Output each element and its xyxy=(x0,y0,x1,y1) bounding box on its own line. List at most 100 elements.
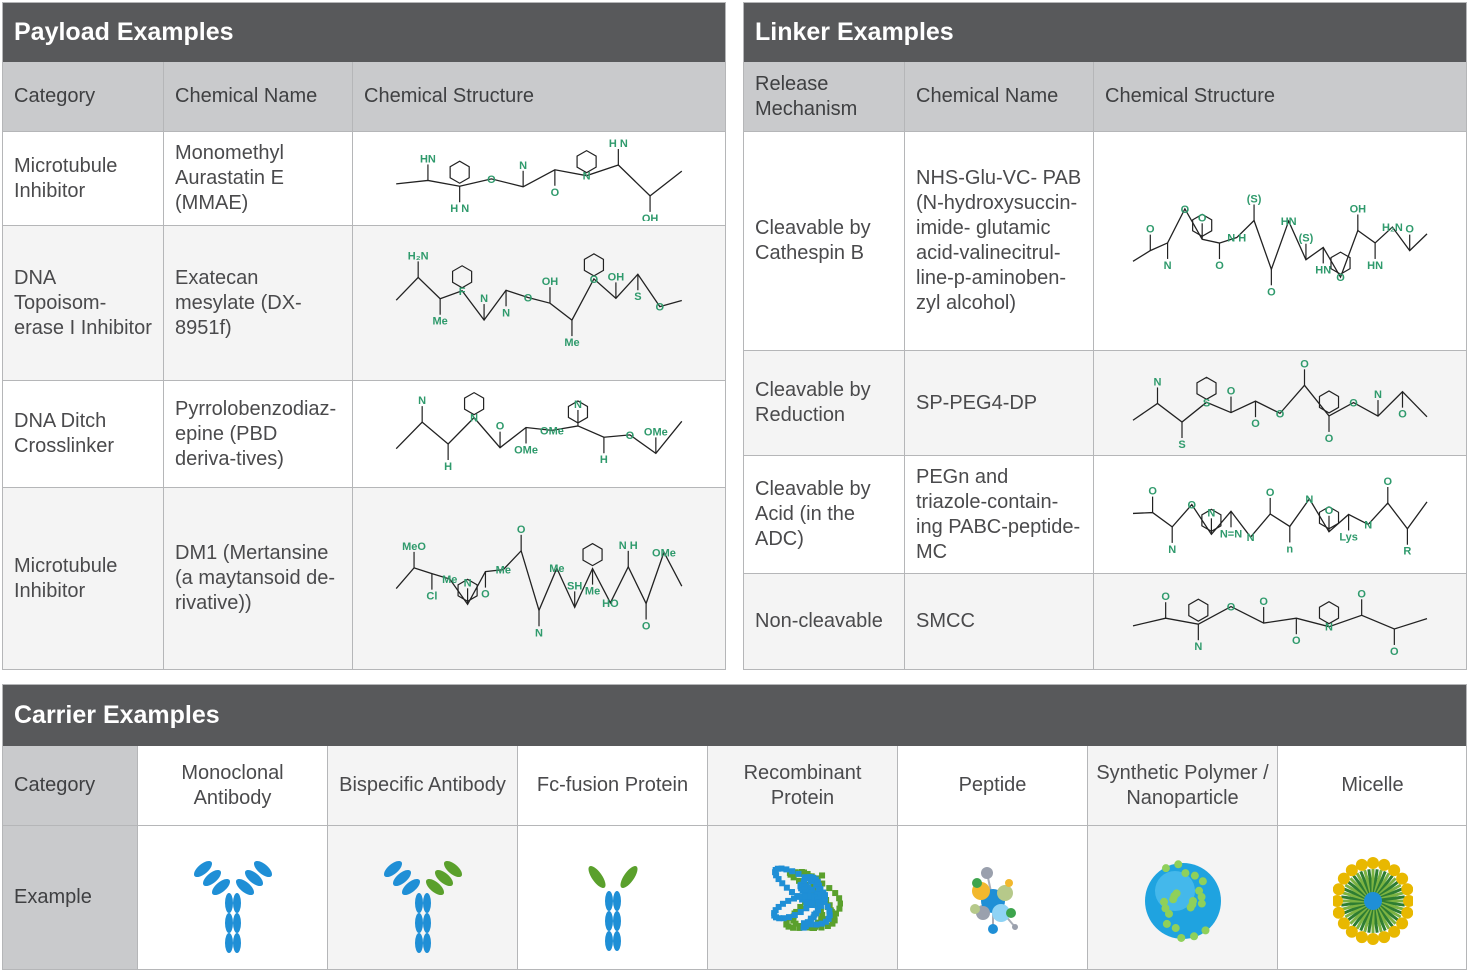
atom-label: O xyxy=(1336,272,1345,284)
payload-chemical-name: Exatecan mesylate (DX-8951f) xyxy=(164,226,353,381)
carrier-type-5: Peptide xyxy=(898,746,1088,826)
atom-label: O xyxy=(1198,212,1207,224)
payload-category-text: DNA Topoisom-erase I Inhibitor xyxy=(14,266,152,339)
carrier-type-2-text: Bispecific Antibody xyxy=(339,774,506,796)
atom-label: O xyxy=(1349,397,1358,409)
payload-header-category: Category xyxy=(3,62,164,132)
carrier-category-label: Category xyxy=(3,746,138,826)
atom-label: O xyxy=(1405,223,1414,235)
carrier-type-1: Monoclonal Antibody xyxy=(138,746,328,826)
atom-label: N xyxy=(1374,389,1382,401)
atom-label: MeO xyxy=(402,540,426,552)
atom-label: O xyxy=(626,429,635,441)
atom-label: O xyxy=(551,186,560,198)
linker-mechanism-text: Cleavable by Acid (in the ADC) xyxy=(755,478,871,550)
atom-label: O xyxy=(1215,260,1224,272)
atom-label: (S) xyxy=(1247,193,1262,205)
carrier-example-1 xyxy=(138,826,328,970)
linker-mechanism-text: Non-cleavable xyxy=(755,610,883,632)
atom-label: H₂N xyxy=(408,250,429,262)
atom-label: N xyxy=(1364,519,1372,531)
atom-label: S xyxy=(1203,397,1210,409)
atom-label: O xyxy=(1148,485,1157,497)
atom-label: O xyxy=(1227,601,1236,613)
carrier-type-3: Fc-fusion Protein xyxy=(518,746,708,826)
atom-label: H xyxy=(600,454,608,466)
atom-label: HN xyxy=(420,153,436,165)
atom-label: R xyxy=(1403,545,1411,557)
payload-category: Microtubule Inhibitor xyxy=(3,488,164,670)
atom-label: O xyxy=(524,292,533,304)
recombinant-protein-icon xyxy=(770,865,843,931)
atom-label: N=N xyxy=(1220,528,1242,540)
payload-category-text: DNA Ditch Crosslinker xyxy=(14,410,115,457)
atom-label: N H xyxy=(1227,232,1246,244)
atom-label: N xyxy=(1207,507,1215,519)
atom-label: N xyxy=(519,159,527,171)
atom-label: OH xyxy=(642,212,659,220)
linker-mechanism-text: Cleavable by Cathespin B xyxy=(755,217,871,264)
atom-label: O xyxy=(1276,408,1285,420)
atom-label: S xyxy=(1178,439,1185,451)
atom-label: N xyxy=(418,395,426,407)
carrier-category-label-text: Category xyxy=(14,774,96,796)
carrier-example-7 xyxy=(1278,826,1467,970)
payload-header-chemical-name: Chemical Name xyxy=(164,62,353,132)
payload-category: Microtubule Inhibitor xyxy=(3,132,164,226)
payload-header-chemical-structure: Chemical Structure xyxy=(353,62,726,132)
atom-label: O xyxy=(1259,596,1268,608)
atom-label: O xyxy=(1161,591,1170,603)
atom-label: OH xyxy=(542,276,559,288)
carrier-title: Carrier Examples xyxy=(3,685,1466,746)
atom-label: O xyxy=(1227,385,1236,397)
atom-label: H N xyxy=(450,203,469,215)
linker-chemical-name: NHS-Glu-VC- PAB (N-hydroxysuccin-imide- … xyxy=(905,132,1094,351)
linker-chemical-name-text: PEGn and triazole-contain-ing PABC-pepti… xyxy=(916,465,1081,563)
atom-label: HN xyxy=(1367,259,1383,271)
atom-label: Cl xyxy=(426,590,437,602)
payload-chemical-name-text: Pyrrolobenzodiaz-epine (PBD deriva-tives… xyxy=(175,397,337,470)
linker-title: Linker Examples xyxy=(744,3,1466,62)
linker-chemical-name-text: NHS-Glu-VC- PAB (N-hydroxysuccin-imide- … xyxy=(916,167,1082,314)
linker-chemical-name: SMCC xyxy=(905,574,1094,670)
atom-label: O xyxy=(1267,286,1276,298)
atom-label: O xyxy=(481,588,490,600)
atom-label: N xyxy=(1325,621,1333,633)
atom-label: OMe xyxy=(652,547,676,559)
atom-label: N xyxy=(1154,376,1162,388)
carrier-example-5 xyxy=(898,826,1088,970)
carrier-type-2: Bispecific Antibody xyxy=(328,746,518,826)
carrier-type-6: Synthetic Polymer / Nanoparticle xyxy=(1088,746,1278,826)
linker-chemical-name-text: SP-PEG4-DP xyxy=(916,391,1038,414)
carrier-type-4-text: Recombinant Protein xyxy=(743,761,862,809)
carrier-example-6 xyxy=(1088,826,1278,970)
peptide-icon xyxy=(969,866,1018,934)
atom-label: N xyxy=(480,293,488,305)
atom-label: O xyxy=(1188,499,1197,511)
atom-label: Me xyxy=(442,574,457,586)
atom-label: O xyxy=(1251,418,1260,430)
atom-label: N H xyxy=(619,539,638,551)
linker-chemical-name-text: SMCC xyxy=(916,610,975,632)
carrier-type-3-text: Fc-fusion Protein xyxy=(536,774,689,796)
carrier-example-label: Example xyxy=(3,826,138,970)
carrier-type-1-text: Monoclonal Antibody xyxy=(181,761,284,809)
fc-fusion-protein-icon xyxy=(587,865,638,951)
atom-label: O xyxy=(1398,408,1407,420)
payload-category-text: Microtubule Inhibitor xyxy=(14,554,118,602)
atom-label: N xyxy=(1194,641,1202,653)
atom-label: H₂N xyxy=(1382,222,1403,234)
